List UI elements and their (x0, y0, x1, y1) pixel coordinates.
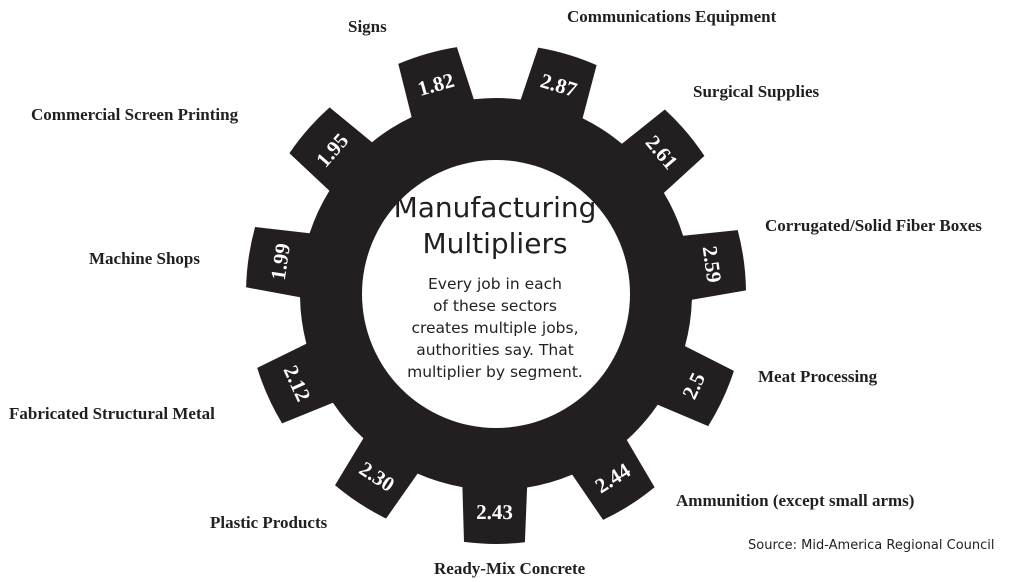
subtitle-line-1: Every job in each (428, 275, 562, 293)
segment-label-ammunition: Ammunition (except small arms) (676, 491, 915, 510)
subtitle-line-5: multiplier by segment. (407, 363, 583, 381)
multiplier-value: 2.43 (476, 500, 513, 524)
center-title: Manufacturing Multipliers (365, 190, 625, 262)
title-line-2: Multipliers (422, 227, 568, 260)
segment-label-surgical-supplies: Surgical Supplies (693, 82, 820, 101)
segment-label-machine-shops: Machine Shops (89, 249, 200, 268)
source-note: Source: Mid-America Regional Council (748, 538, 995, 553)
subtitle-line-2: of these sectors (433, 297, 557, 315)
segment-label-ready-mix-concrete: Ready-Mix Concrete (434, 559, 586, 578)
segment-label-communications-equipment: Communications Equipment (567, 7, 777, 26)
gear-center-hole (362, 160, 630, 428)
multiplier-value: 2.59 (698, 244, 727, 284)
segment-label-commercial-screen-printing: Commercial Screen Printing (31, 105, 239, 124)
segment-label-fabricated-structural-metal: Fabricated Structural Metal (9, 404, 215, 423)
title-line-1: Manufacturing (393, 191, 597, 224)
subtitle-line-3: creates multiple jobs, (411, 319, 579, 337)
segment-label-meat-processing: Meat Processing (758, 367, 878, 386)
segment-label-corrugated-boxes: Corrugated/Solid Fiber Boxes (765, 216, 982, 235)
center-subtitle: Every job in each of these sectors creat… (380, 273, 610, 383)
segment-label-plastic-products: Plastic Products (210, 513, 328, 532)
subtitle-line-4: authorities say. That (416, 341, 574, 359)
segment-label-signs: Signs (348, 17, 387, 36)
multiplier-value: 1.99 (266, 242, 295, 282)
